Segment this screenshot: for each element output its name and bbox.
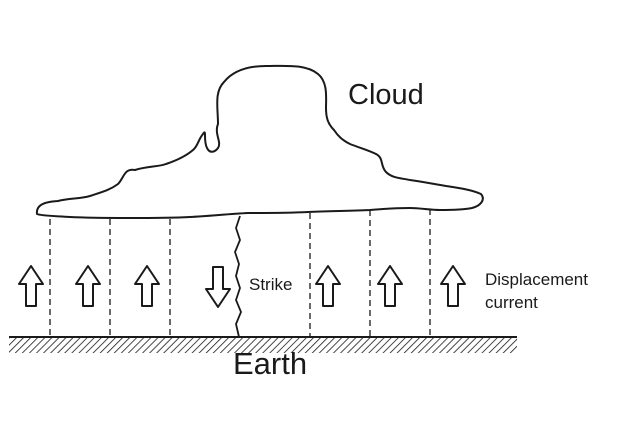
up-arrow-icon: [377, 265, 403, 307]
up-arrow-icon: [75, 265, 101, 307]
down-arrow-icon: [205, 266, 231, 308]
up-arrow-icon: [440, 265, 466, 307]
up-arrow-icon: [134, 265, 160, 307]
up-arrow-icon: [18, 265, 44, 307]
displacement-arrows: [18, 265, 466, 308]
lightning-strike-line: [234, 215, 242, 338]
displacement-current-label: Displacement current: [485, 268, 588, 314]
displacement-label-line-1: Displacement: [485, 270, 588, 289]
displacement-label-line-2: current: [485, 293, 538, 312]
up-arrow-icon: [315, 265, 341, 307]
cloud-label: Cloud: [348, 79, 424, 111]
strike-label: Strike: [249, 275, 293, 294]
dashed-field-lines: [49, 209, 431, 337]
earth-label: Earth: [233, 346, 308, 381]
cloud-shape: [35, 64, 484, 219]
ground-hatch: [9, 337, 517, 353]
